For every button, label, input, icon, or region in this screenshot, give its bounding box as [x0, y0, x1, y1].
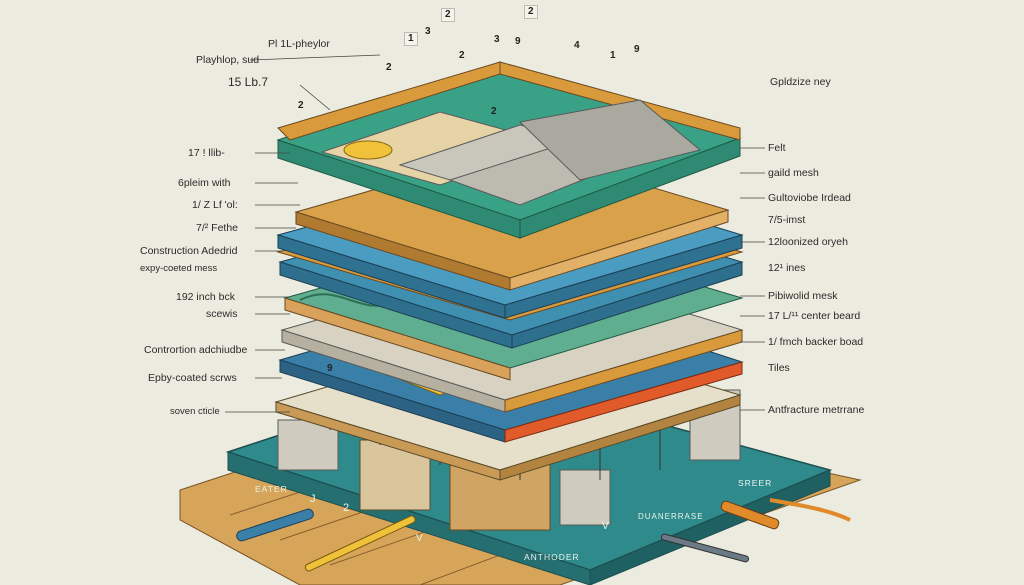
- left-label-5: Construction Adedrid: [140, 245, 238, 257]
- layer-stack: [274, 61, 744, 481]
- base-text-v2: V: [602, 521, 610, 532]
- label-top-3: 15 Lb.7: [228, 75, 269, 89]
- marker-number: 1: [610, 50, 616, 61]
- label-top-right: Gpldzize ney: [770, 76, 831, 88]
- right-label-2: gaild mesh: [768, 167, 819, 179]
- right-label-10: Tiles: [768, 362, 790, 374]
- base-text-v1: V: [416, 533, 424, 544]
- label-top-1: Pl 1L-pheylor: [268, 38, 330, 50]
- tools: [236, 498, 851, 572]
- right-label-11: Antfracture metrrane: [768, 404, 865, 416]
- right-label-9: 1/ fmch backer boad: [768, 336, 864, 348]
- left-label-4: 7/² Fethe: [196, 222, 239, 234]
- marker-number: 2: [491, 106, 497, 117]
- marker-number: 9: [327, 363, 333, 374]
- leader-lines: [225, 54, 765, 413]
- left-label-9: Contrortion adchiudbe: [144, 344, 248, 356]
- left-label-6: expy-coeted mess: [140, 263, 218, 274]
- left-label-2: 6pleim with: [178, 177, 231, 189]
- left-label-7: 192 inch bck: [176, 291, 235, 303]
- right-label-3: Gultoviobe Irdead: [768, 192, 851, 204]
- right-label-4: 7/5-imst: [768, 214, 806, 226]
- right-label-7: Pibiwolid mesk: [768, 290, 838, 302]
- marker-number: 2: [386, 62, 392, 73]
- marker-number: 2: [441, 8, 455, 22]
- right-label-8: 17 L/¹¹ center beard: [768, 310, 861, 322]
- base-text-n2: 2: [343, 502, 351, 514]
- left-label-11: soven cticle: [170, 406, 220, 417]
- marker-number: 9: [515, 36, 521, 47]
- marker-number: 1: [404, 32, 418, 46]
- base-text-center: DUANERRASE: [638, 512, 704, 521]
- left-label-10: Epby-coated scrws: [148, 372, 237, 384]
- marker-number: 3: [494, 34, 500, 45]
- left-label-3: 1/ Z Lf 'ol:: [192, 199, 238, 211]
- marker-number: 3: [425, 26, 431, 37]
- right-label-1: Felt: [768, 142, 786, 154]
- marker-number: 9: [634, 44, 640, 55]
- marker-number: 2: [524, 5, 538, 19]
- base-text-left: EATER: [255, 484, 288, 494]
- marker-number: 2: [298, 100, 304, 111]
- marker-number: 2: [459, 50, 465, 61]
- label-top-2: Playhlop, sud: [196, 54, 260, 66]
- marker-number: 4: [574, 40, 580, 51]
- right-label-6: 12¹ ines: [768, 262, 806, 274]
- base-text-n1: J: [310, 493, 317, 505]
- base-text-mid: ANTHODER: [524, 552, 580, 562]
- right-label-5: 12loonized oryeh: [768, 236, 848, 248]
- left-label-1: 17 ! llib-: [188, 147, 225, 159]
- base-text-right: SREER: [738, 478, 773, 488]
- left-label-8: scewis: [206, 308, 238, 320]
